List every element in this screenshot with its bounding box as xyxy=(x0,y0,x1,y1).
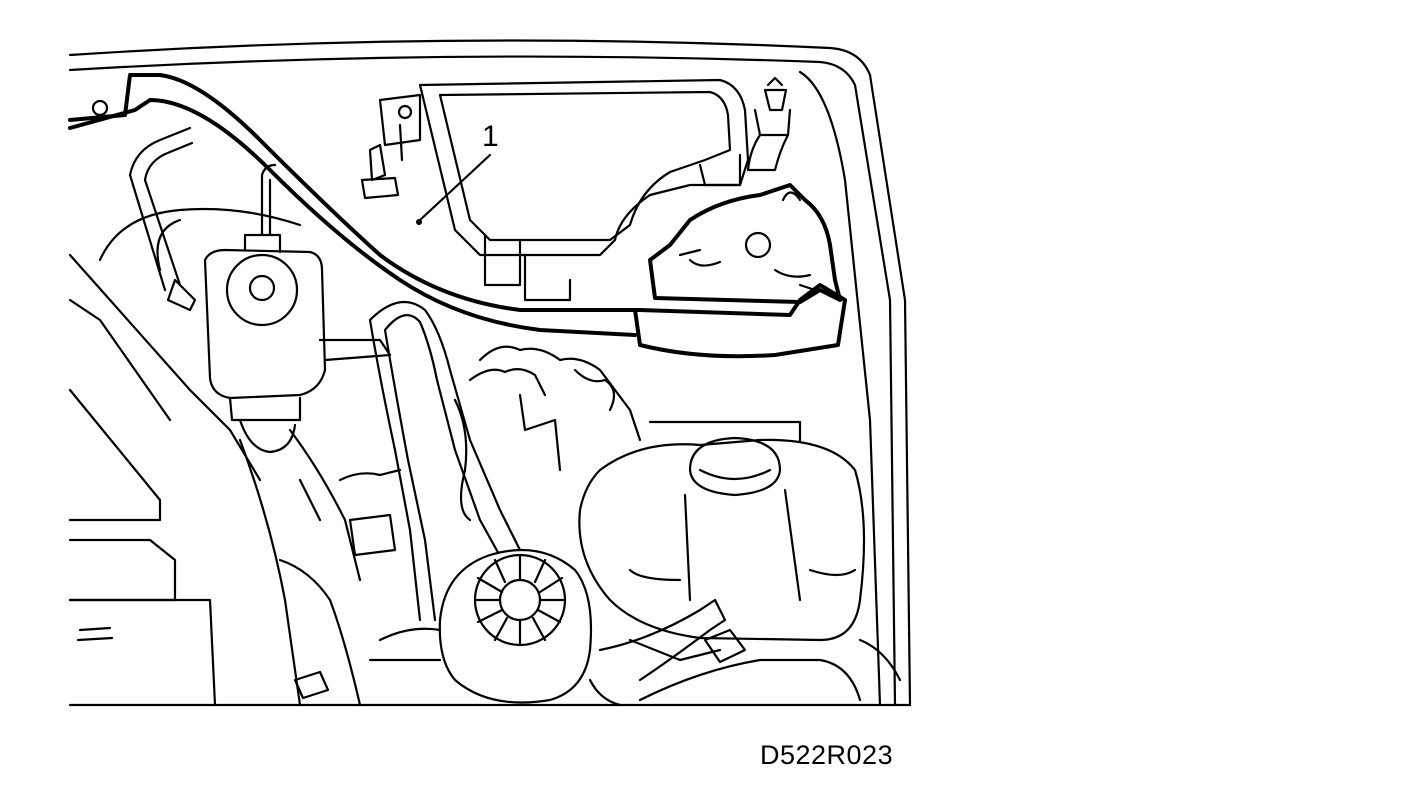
brake-fluid-reservoir xyxy=(203,163,392,454)
wiper-bracket xyxy=(360,93,422,200)
brake-booster xyxy=(98,126,302,312)
power-steering-reservoir xyxy=(368,548,593,704)
figure-code: D522R023 xyxy=(760,740,894,770)
bonnet-outline xyxy=(68,39,912,707)
lower-components xyxy=(68,438,912,707)
strut-tower-cap xyxy=(648,183,842,304)
left-panels xyxy=(68,253,262,707)
coolant-hose xyxy=(598,598,902,702)
wiring-harness xyxy=(453,345,642,522)
callout-1-label: 1 xyxy=(482,120,499,153)
central-hoses xyxy=(288,300,527,622)
strut-brace-bar xyxy=(68,73,847,359)
callout-1: 1 xyxy=(416,120,499,225)
coolant-expansion-tank xyxy=(578,420,866,662)
top-connector xyxy=(746,76,792,172)
air-filter-box xyxy=(418,78,750,302)
